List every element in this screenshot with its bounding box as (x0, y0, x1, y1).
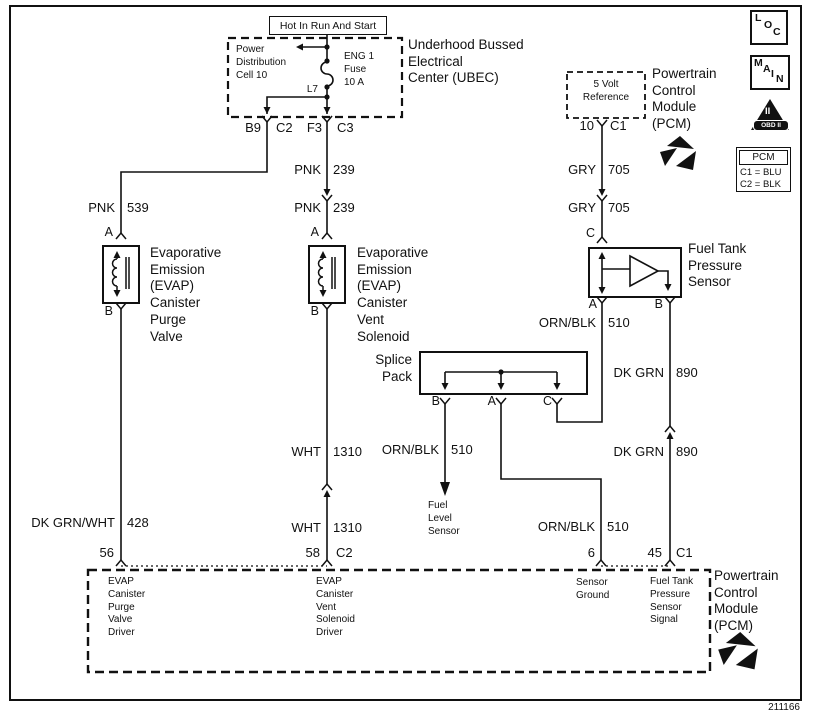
conn-c2: C2 (276, 120, 293, 135)
vent-pin-a: A (310, 225, 319, 239)
pin-f3: F3 (306, 120, 322, 135)
sensor-pin-c: C (585, 226, 595, 240)
wire-color-ornblk510: ORN/BLK (381, 442, 439, 457)
wire-arrowheads (263, 43, 674, 497)
pcm-connector-legend: PCM C1 = BLU C2 = BLK (736, 147, 791, 192)
pcm-pin-58: 58 (305, 545, 320, 560)
wire-circuit-dkgrn890: 890 (676, 365, 698, 380)
wire-circuit-ornblk510: 510 (607, 519, 629, 534)
pin-b9: B9 (245, 120, 261, 135)
wire-color-wht1310: WHT (291, 444, 321, 459)
sensor-ground-label: Sensor Ground (576, 577, 610, 601)
sensor-pin-a: A (588, 297, 597, 311)
wire-circuit-gry705: 705 (608, 200, 630, 215)
hot-in-run-label: Hot In Run And Start (269, 16, 387, 35)
five-volt-reference-label: 5 Volt Reference (582, 79, 630, 103)
fuel-level-sensor-label: Fuel Level Sensor (428, 500, 460, 537)
wire-circuit-wht1310: 1310 (333, 520, 362, 535)
purge-valve-label: Evaporative Emission (EVAP) Canister Pur… (150, 245, 222, 344)
wire-circuit-pnk239: 239 (333, 162, 355, 177)
pcm-conn-c2: C2 (336, 545, 353, 560)
fuse-symbol (320, 61, 334, 87)
wire-circuit-ornblk510: 510 (608, 315, 630, 330)
evap-vent-solenoid-box (308, 245, 346, 304)
wire-circuit-wht1310: 1310 (333, 444, 362, 459)
splice-pin-b: B (431, 394, 440, 408)
purge-driver-label: EVAP Canister Purge Valve Driver (108, 576, 146, 639)
ubec-box (226, 36, 404, 119)
pcm-pin-45: 45 (647, 545, 662, 560)
pcm-legend-title: PCM (739, 150, 788, 165)
wire-color-dkgrnwht428: DK GRN/WHT (31, 515, 115, 530)
loc-legend-icon: L O C (750, 10, 788, 45)
wire-circuit-gry705: 705 (608, 162, 630, 177)
pcm-conn-c1-bottom: C1 (676, 545, 693, 560)
wire-color-gry705: GRY (568, 162, 596, 177)
fuse-label: ENG 1 Fuse 10 A (344, 51, 375, 88)
vent-solenoid-label: Evaporative Emission (EVAP) Canister Ven… (357, 245, 429, 344)
wire-color-wht1310: WHT (291, 520, 321, 535)
wire-color-pnk539: PNK (88, 200, 115, 215)
pcm-top-title: Powertrain Control Module (PCM) (652, 66, 717, 132)
wire-circuit-ornblk510: 510 (451, 442, 473, 457)
wire-circuit-pnk539: 539 (127, 200, 149, 215)
main-legend-icon: M A I N (750, 55, 790, 90)
wire-color-dkgrn890: DK GRN (613, 365, 664, 380)
ftp-sensor-label: Fuel Tank Pressure Sensor (688, 241, 747, 290)
wire-color-gry705: GRY (568, 200, 596, 215)
vent-solenoid-coil-icon (317, 253, 336, 290)
junction-dots (324, 44, 504, 375)
pcm-conn-c1-top: C1 (610, 118, 627, 133)
splice-pack-box (419, 351, 588, 395)
pcm-legend-c2: C2 = BLK (740, 179, 781, 190)
pcm-pin-10: 10 (579, 118, 594, 133)
sensor-pin-b: B (654, 297, 663, 311)
five-volt-reference-box (566, 71, 646, 119)
pcm-pin-6: 6 (587, 545, 595, 560)
pcm-bottom-title: Powertrain Control Module (PCM) (714, 568, 779, 634)
ftps-signal-label: Fuel Tank Pressure Sensor Signal (650, 576, 694, 626)
splice-pin-c: C (542, 394, 552, 408)
wire-color-ornblk510: ORN/BLK (537, 519, 595, 534)
power-distribution-label: Power Distribution Cell 10 (236, 44, 287, 81)
esd-icon (718, 632, 758, 670)
wire-color-dkgrn890: DK GRN (613, 444, 664, 459)
grid-ref-l7: L7 (306, 84, 318, 95)
splice-pin-a: A (487, 394, 496, 408)
evap-purge-valve-box (102, 245, 140, 304)
conn-c3: C3 (337, 120, 354, 135)
fuel-level-sensor-arrow (440, 482, 450, 496)
wire-color-ornblk510: ORN/BLK (538, 315, 596, 330)
wire-color-pnk239: PNK (294, 200, 321, 215)
esd-icon (660, 136, 696, 170)
fuel-tank-pressure-sensor-box (588, 247, 682, 298)
purge-valve-coil-icon (111, 253, 130, 290)
obd2-numeral: II (765, 106, 771, 117)
purge-pin-a: A (104, 225, 113, 239)
wire-circuit-dkgrn890: 890 (676, 444, 698, 459)
vent-pin-b: B (310, 304, 319, 318)
pcm-bottom-box (86, 568, 712, 674)
figure-number: 211166 (768, 702, 800, 713)
obd2-banner: OBD II (753, 120, 789, 131)
purge-pin-b: B (104, 304, 113, 318)
vent-driver-label: EVAP Canister Vent Solenoid Driver (316, 576, 355, 639)
pcm-pin-56: 56 (99, 545, 114, 560)
wire-color-pnk239: PNK (294, 162, 321, 177)
wire-circuit-dkgrnwht428: 428 (127, 515, 149, 530)
pcm-legend-c1: C1 = BLU (740, 167, 782, 178)
wire-circuit-pnk239: 239 (333, 200, 355, 215)
pressure-sensor-amplifier-icon (601, 254, 669, 288)
ubec-title: Underhood Bussed Electrical Center (UBEC… (408, 37, 524, 86)
splice-pack-label: Splice Pack (375, 352, 412, 384)
diagram-border (9, 5, 802, 701)
